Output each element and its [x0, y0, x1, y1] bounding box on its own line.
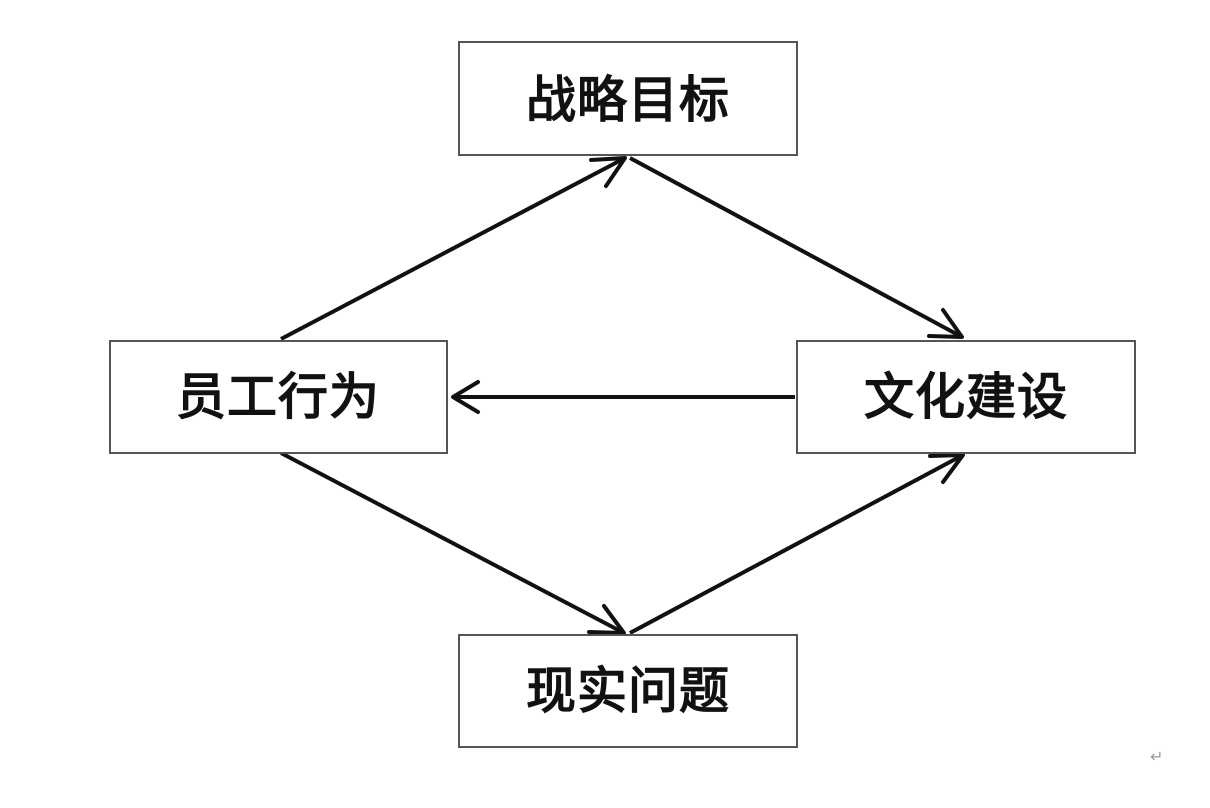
edge-employee-to-strategic — [280, 156, 627, 341]
node-real-problems: 现实问题 — [458, 634, 798, 748]
edges — [280, 156, 965, 635]
node-strategic-goal: 战略目标 — [458, 41, 798, 156]
edge-problems-to-culture — [629, 453, 965, 635]
paragraph-mark: ↵ — [1150, 747, 1163, 766]
edge-strategic-to-culture — [629, 156, 964, 339]
edge-culture-to-employee — [451, 380, 795, 414]
node-culture-building-label: 文化建设 — [864, 368, 1068, 426]
node-real-problems-label: 现实问题 — [526, 662, 730, 720]
edge-employee-to-problems — [280, 451, 626, 635]
node-employee-behavior: 员工行为 — [109, 340, 448, 454]
node-employee-behavior-label: 员工行为 — [176, 368, 380, 426]
node-strategic-goal-label: 战略目标 — [526, 71, 730, 129]
node-culture-building: 文化建设 — [796, 340, 1136, 454]
